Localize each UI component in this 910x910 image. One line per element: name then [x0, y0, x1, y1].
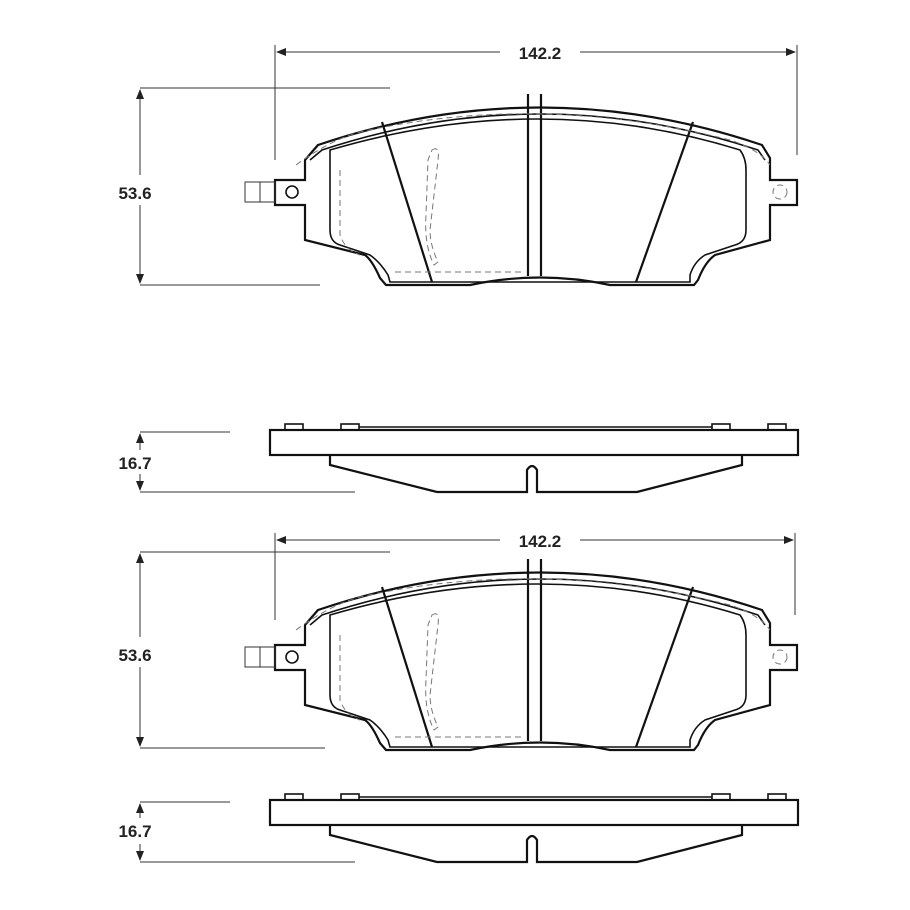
width-dimension: 142.2	[519, 44, 562, 63]
thickness-dimension: 16.7	[118, 822, 151, 841]
front-view-2: 142.2 53.6	[118, 532, 799, 752]
height-dimension: 53.6	[118, 646, 151, 665]
side-view-2: 16.7	[118, 792, 800, 864]
front-view-1: 142.2 53.6	[118, 44, 799, 287]
brake-pad-front-outline	[243, 92, 799, 287]
brake-pad-side-outline	[268, 792, 800, 864]
brake-pad-front-outline	[243, 557, 799, 752]
side-view-1: 16.7	[118, 422, 800, 494]
brake-pad-side-outline	[268, 422, 800, 494]
height-dimension: 53.6	[118, 184, 151, 203]
thickness-dimension: 16.7	[118, 454, 151, 473]
width-dimension: 142.2	[519, 532, 562, 551]
